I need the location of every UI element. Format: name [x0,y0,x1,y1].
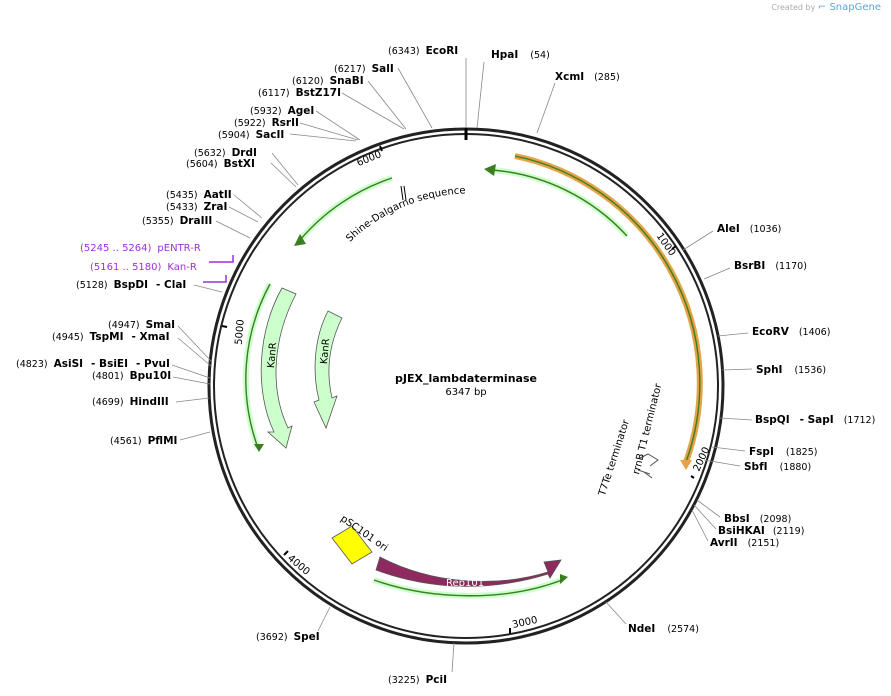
primer-pentr-r-mark [209,255,234,263]
plasmid-size: 6347 bp [445,387,486,398]
enzyme-bbsi: BbsI(2098) [724,513,791,525]
enzyme-labels: (6343)EcoRI HpaI(54) XcmI(285) AleI(1036… [16,45,875,686]
enzyme-fspi: FspI(1825) [749,446,817,458]
orf-orange-core [514,155,701,463]
rep101-arrow [375,556,562,587]
shine-dalgarno-mark [400,185,407,201]
rep101-label: Rep101 [446,578,484,589]
terminators [637,453,659,479]
primer-pentr-r: (5245 .. 5264)pENTR-R [80,243,201,254]
enzyme-bstz17i: (6117)BstZ17I [258,87,341,99]
enzyme-rsrii: (5922)RsrII [234,117,299,129]
enzyme-avrii: AvrII(2151) [710,537,779,549]
enzyme-ecorv: EcoRV(1406) [752,326,830,338]
enzyme-xcmi: XcmI(285) [555,71,620,83]
enzyme-pcii: (3225)PciI [388,674,447,686]
enzyme-drdi: (5632)DrdI [194,147,257,159]
enzyme-alei: AleI(1036) [717,223,781,235]
primer-kan-r: (5161 .. 5180)Kan-R [90,262,197,273]
t7te-label: T7Te terminator [597,418,633,499]
enzyme-aatii: (5435)AatII [166,189,232,201]
enzyme-asisi-bsiei-pvui: (4823)AsiSI- BsiEI- PvuI [16,358,170,370]
enzyme-draiii: (5355)DraIII [142,215,212,227]
credit-prefix: Created by [771,3,816,12]
tick-5000: 5000 [234,319,247,345]
enzyme-smai: (4947)SmaI [108,319,175,331]
primers: (5245 .. 5264)pENTR-R (5161 .. 5180)Kan-… [80,243,234,283]
kanr-label-outer: KanR [266,342,279,369]
orf-orange-arrowhead [680,460,692,470]
enzyme-ecori: (6343)EcoRI [388,45,458,57]
enzyme-bsihkai: BsiHKAI(2119) [718,525,804,537]
snapgene-logo: ⌐ SnapGene [817,2,881,13]
enzyme-bspdi-clai: (5128)BspDI- ClaI [76,279,186,291]
leader-lines [171,58,753,673]
enzyme-agei: (5932)AgeI [250,105,314,117]
kanr-outer-line [242,282,273,452]
orf-orange-arc [514,153,703,464]
primer-kan-r-mark [203,275,227,283]
enzyme-hpai: HpaI(54) [491,49,550,61]
enzyme-bpu10i: (4801)Bpu10I [92,370,171,382]
enzyme-sacii: (5904)SacII [218,129,284,141]
kanr-arrow-outer [260,287,297,449]
enzyme-sbfi: SbfI(1880) [744,461,811,473]
rep101-green-line [372,574,568,599]
enzyme-pflmi: (4561)PflMI [110,435,177,447]
kanr-label-inner: KanR [319,338,332,365]
orf-left-green [294,175,393,246]
enzyme-spei: (3692)SpeI [256,631,320,643]
plasmid-name: pJEX_lambdaterminase [395,372,537,385]
psc101-ori-block [331,525,373,565]
snapgene-credit: Created by ⌐ SnapGene [771,2,881,13]
enzyme-tspmi-xmai: (4945)TspMI- XmaI [52,331,170,343]
enzyme-sphi: SphI(1536) [756,364,826,376]
enzyme-snabi: (6120)SnaBI [292,75,364,87]
credit-brand: SnapGene [829,2,881,13]
enzyme-zrai: (5433)ZraI [166,201,227,213]
enzyme-sali: (6217)SalI [334,63,394,75]
enzyme-bstxi: (5604)BstXI [186,158,255,170]
enzyme-ndei: NdeI(2574) [628,623,699,635]
tick-3000: 3000 [511,615,538,631]
orf-top-green [484,164,630,239]
rrnb-label: rrnB T1 terminator [631,382,664,476]
enzyme-bsrbi: BsrBI(1170) [734,260,807,272]
enzyme-hindiii: (4699)HindIII [92,396,169,408]
kanr-arrow-inner [313,310,343,430]
orf-lambdaterminase [514,153,703,470]
enzyme-bspqi-sapi: BspQI- SapI(1712) [755,414,875,426]
backbone [207,127,725,645]
